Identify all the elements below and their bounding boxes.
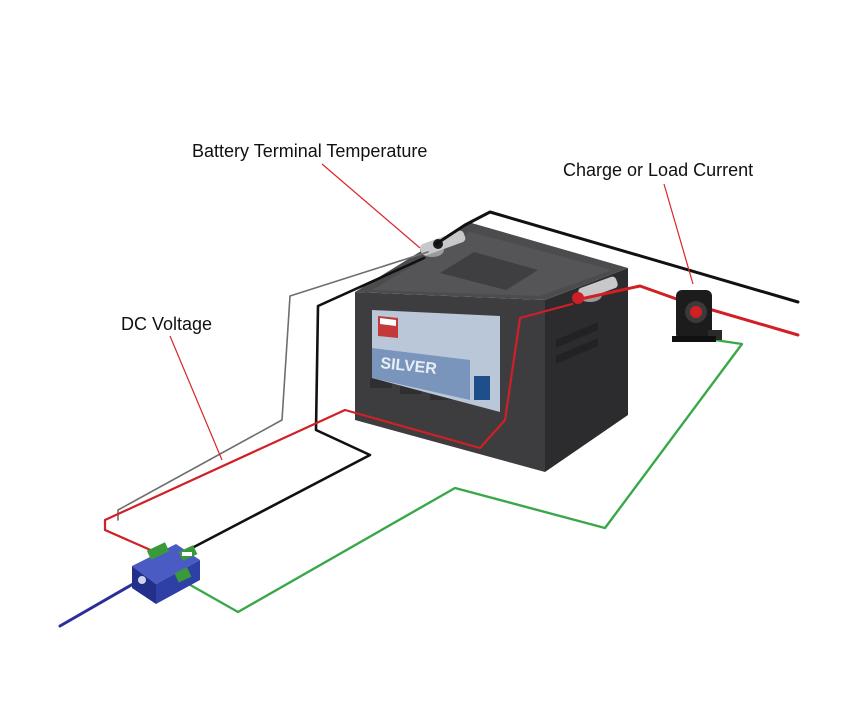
red-main-cable xyxy=(574,284,800,337)
red-sense-wire xyxy=(103,302,574,554)
black-main-cable xyxy=(434,210,800,304)
leader-dc-voltage xyxy=(169,335,223,461)
black-sense-wire xyxy=(190,256,426,550)
battery-brand-text: SILVER xyxy=(380,355,439,378)
green-sensor-wire xyxy=(176,338,744,614)
current-sensor-icon xyxy=(672,290,722,342)
callout-leaders xyxy=(169,163,694,461)
leader-charge-load-current xyxy=(663,183,694,285)
label-charge-or-load-current: Charge or Load Current xyxy=(563,160,754,180)
data-logger-module-icon xyxy=(132,542,200,604)
wires xyxy=(58,210,800,628)
label-battery-terminal-temperature: Battery Terminal Temperature xyxy=(192,141,428,161)
leader-terminal-temperature xyxy=(321,163,421,249)
blue-output-cable xyxy=(58,578,142,628)
label-dc-voltage: DC Voltage xyxy=(121,314,213,334)
